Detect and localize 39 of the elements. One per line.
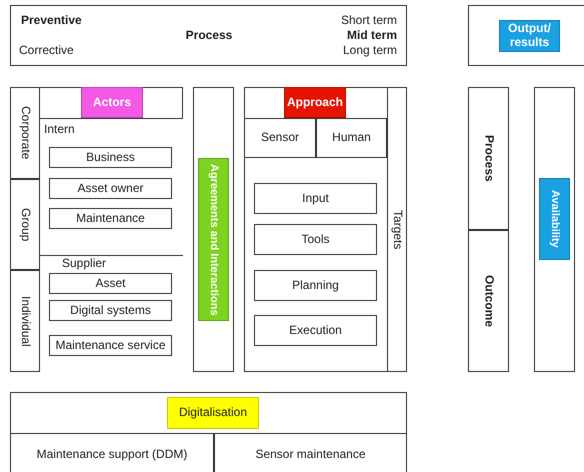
approach-cell: Sensor <box>244 118 316 158</box>
heading-text: Process <box>184 29 234 43</box>
agreements-tag: Agreements and Interactions <box>198 158 229 321</box>
heading-text: Mid term <box>346 29 397 43</box>
approach-panel <box>244 87 407 372</box>
result-cell: Process <box>468 87 509 230</box>
section-heading: Intern <box>44 123 75 137</box>
output-panel <box>468 5 584 66</box>
step-box: Input <box>254 183 377 214</box>
digitalisation-cell: Sensor maintenance <box>214 433 407 472</box>
actor-box: Maintenance <box>49 208 172 229</box>
section-heading: Supplier <box>62 257 106 271</box>
approach-tag: Approach <box>284 87 346 118</box>
step-box: Tools <box>254 224 377 255</box>
level-cell: Corporate <box>10 87 40 179</box>
heading-text: Corrective <box>19 44 74 58</box>
digitalisation-tag: Digitalisation <box>167 397 259 429</box>
output-tag: Output/ results <box>499 20 560 52</box>
digitalisation-cell: Maintenance support (DDM) <box>10 433 214 472</box>
level-cell: Group <box>10 179 40 270</box>
availability-column <box>534 87 575 372</box>
actor-box: Business <box>49 147 172 168</box>
approach-cell: Human <box>316 118 387 158</box>
heading-text: Short term <box>340 14 397 28</box>
actors-tag: Actors <box>81 87 143 118</box>
heading-panel <box>10 5 407 66</box>
step-box: Execution <box>254 315 377 346</box>
actor-box: Digital systems <box>49 300 172 321</box>
actor-box: Asset <box>49 273 172 294</box>
agreements-column <box>193 87 234 372</box>
step-box: Planning <box>254 270 377 301</box>
result-cell: Outcome <box>468 230 509 372</box>
availability-tag: Availability <box>539 178 570 260</box>
level-cell: Individual <box>10 270 40 372</box>
actor-box: Asset owner <box>49 178 172 199</box>
heading-text: Long term <box>342 44 397 58</box>
actor-box: Maintenance service <box>49 335 172 356</box>
heading-text: Preventive <box>21 14 82 28</box>
digitalisation-panel <box>10 392 407 472</box>
